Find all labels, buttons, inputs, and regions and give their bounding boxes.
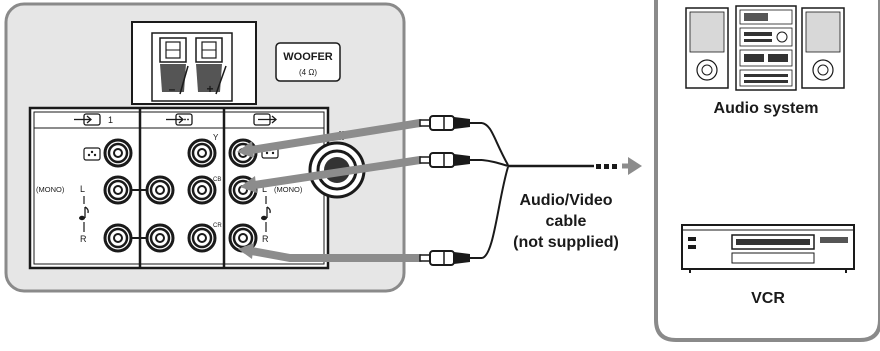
audio-system-label: Audio system (714, 100, 819, 117)
right-letter-in: R (80, 234, 87, 244)
input1-number: 1 (108, 115, 113, 125)
jack-component-cb-left (145, 175, 175, 205)
terminal-minus-label: – (169, 82, 176, 96)
jack-input1-audio-left (103, 175, 133, 205)
mono-left-label: (MONO) (36, 185, 65, 194)
rca-plug-video (419, 115, 482, 131)
jack-block: 1 Y CB CR (MONO) (MONO) L R L (28, 106, 330, 270)
jack-input1-video (103, 138, 133, 168)
terminal-plus-label: + (206, 82, 213, 96)
music-note-icon (261, 206, 271, 221)
column-cr-label: CR (213, 223, 222, 229)
video-icon (83, 147, 101, 161)
woofer-impedance: (4 Ω) (299, 68, 317, 77)
cable-label-line3: (not supplied) (513, 234, 619, 251)
vcr-label: VCR (751, 290, 785, 307)
jack-component-cr (187, 223, 217, 253)
column-cb-label: CB (213, 177, 221, 183)
cable-bundle (237, 115, 642, 266)
vcr-icon (681, 224, 855, 273)
cable-audio-right (242, 246, 424, 262)
rca-plug-audio-right (419, 250, 482, 266)
right-letter-out: R (262, 234, 269, 244)
component-input-icon (166, 113, 193, 126)
output-arrow-icon (253, 113, 277, 126)
speaker-terminal-block: – + (131, 21, 257, 105)
jack-component-cr-left (145, 223, 175, 253)
woofer-label: WOOFER (283, 51, 333, 63)
mono-right-label: (MONO) (274, 185, 303, 194)
woofer-label-box: WOOFER (4 Ω) (275, 42, 341, 82)
jack-component-cb (187, 175, 217, 205)
left-letter-in: L (80, 184, 85, 194)
jack-component-y (187, 138, 217, 168)
audio-system-icon (685, 5, 845, 91)
rca-plug-audio-left (419, 152, 482, 168)
cable-video (241, 119, 424, 155)
left-letter-out: L (262, 184, 267, 194)
input-arrow-icon (74, 113, 101, 126)
music-note-icon (79, 206, 89, 221)
jack-input1-audio-right (103, 223, 133, 253)
cable-label-line1: Audio/Video (519, 192, 612, 209)
cable-audio-left (244, 156, 424, 190)
cable-label-line2: cable (546, 213, 587, 230)
column-y-label: Y (213, 133, 219, 142)
